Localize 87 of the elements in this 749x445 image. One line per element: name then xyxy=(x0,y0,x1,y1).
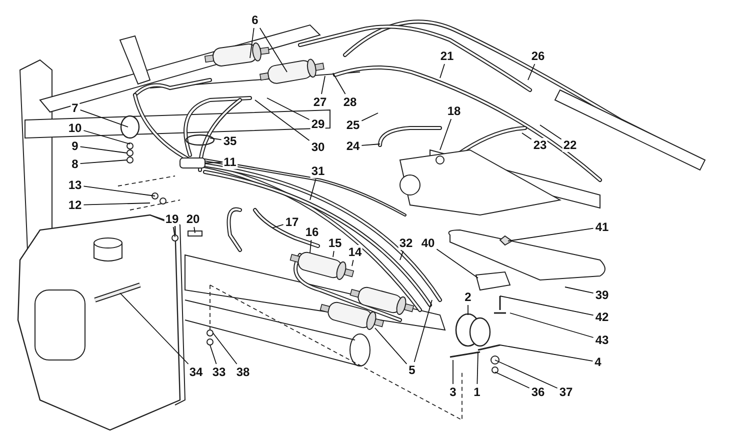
leader-line xyxy=(494,372,530,388)
callout-number: 38 xyxy=(235,365,251,379)
callout-number: 13 xyxy=(67,178,83,192)
leader-line xyxy=(83,130,130,144)
callout-number: 32 xyxy=(398,236,414,250)
callout-number: 1 xyxy=(472,385,482,399)
callout-number: 36 xyxy=(530,385,546,399)
leader-line xyxy=(80,146,128,154)
callout-number: 27 xyxy=(312,95,328,109)
leader-line xyxy=(194,226,196,234)
callout-number: 9 xyxy=(70,139,80,153)
leader-line xyxy=(80,109,128,128)
callout-number: 37 xyxy=(558,385,574,399)
leader-line xyxy=(332,72,346,94)
callout-number: 3 xyxy=(448,385,458,399)
leader-line xyxy=(440,118,452,150)
leader-line xyxy=(259,28,288,72)
leader-line xyxy=(250,28,254,58)
leader-line xyxy=(476,352,478,384)
leader-line xyxy=(210,138,222,140)
leader-line xyxy=(83,202,150,206)
leader-line xyxy=(500,344,594,362)
callout-number: 35 xyxy=(222,134,238,148)
leader-line xyxy=(436,248,478,278)
callout-number: 17 xyxy=(284,215,300,229)
callout-number: 19 xyxy=(164,212,180,226)
callout-number: 21 xyxy=(439,49,455,63)
callout-number: 15 xyxy=(327,236,343,250)
callout-number: 30 xyxy=(310,140,326,154)
leader-line xyxy=(528,64,536,80)
leader-line xyxy=(440,64,445,78)
callout-number: 33 xyxy=(211,365,227,379)
leader-line xyxy=(361,112,378,122)
callout-number: 26 xyxy=(530,49,546,63)
leader-line xyxy=(540,124,562,140)
leader-line xyxy=(452,360,454,384)
callout-number: 4 xyxy=(594,355,602,369)
leader-line xyxy=(83,186,156,196)
leader-line xyxy=(400,250,404,260)
leader-line xyxy=(414,300,432,362)
leader-line xyxy=(374,328,408,364)
leader-line xyxy=(254,100,310,141)
callout-number: 5 xyxy=(408,363,416,377)
callout-number: 12 xyxy=(67,198,83,212)
leader-line xyxy=(522,132,532,140)
callout-number: 2 xyxy=(464,290,472,304)
callout-number: 14 xyxy=(347,245,363,259)
leader-line xyxy=(564,286,594,294)
callout-number: 20 xyxy=(185,212,201,226)
leader-line xyxy=(272,224,284,228)
callout-number: 22 xyxy=(562,138,578,152)
leader-line xyxy=(361,144,380,146)
leader-line xyxy=(352,260,354,266)
callout-number: 16 xyxy=(304,225,320,239)
callout-number: 24 xyxy=(345,139,361,153)
callout-number: 31 xyxy=(310,164,326,178)
callout-number: 23 xyxy=(532,138,548,152)
leader-line xyxy=(212,332,238,364)
leader-line xyxy=(508,228,594,242)
callout-number: 28 xyxy=(342,95,358,109)
leader-line xyxy=(172,226,176,238)
callout-number: 18 xyxy=(446,104,462,118)
leader-line xyxy=(266,98,310,120)
leader-line xyxy=(500,296,594,316)
leader-line xyxy=(310,240,312,254)
callout-number: 25 xyxy=(345,118,361,132)
leader-line xyxy=(210,344,217,364)
leader-line xyxy=(332,250,334,258)
leader-line xyxy=(310,178,316,200)
callout-number: 40 xyxy=(420,236,436,250)
callout-number: 42 xyxy=(594,310,610,324)
callout-number: 7 xyxy=(70,101,80,115)
callout-number: 41 xyxy=(594,220,610,234)
callout-number: 10 xyxy=(67,121,83,135)
leader-line xyxy=(120,292,189,364)
callout-number: 11 xyxy=(222,155,238,169)
callout-number: 8 xyxy=(70,157,80,171)
callout-number: 6 xyxy=(250,13,260,27)
leader-line xyxy=(80,160,128,164)
leader-line xyxy=(204,162,222,164)
leader-line xyxy=(510,312,594,338)
callout-number: 34 xyxy=(188,365,204,379)
callout-number: 39 xyxy=(594,288,610,302)
leader-line xyxy=(494,360,558,389)
callout-number: 29 xyxy=(310,117,326,131)
callout-number: 43 xyxy=(594,333,610,347)
leader-line xyxy=(321,76,326,94)
